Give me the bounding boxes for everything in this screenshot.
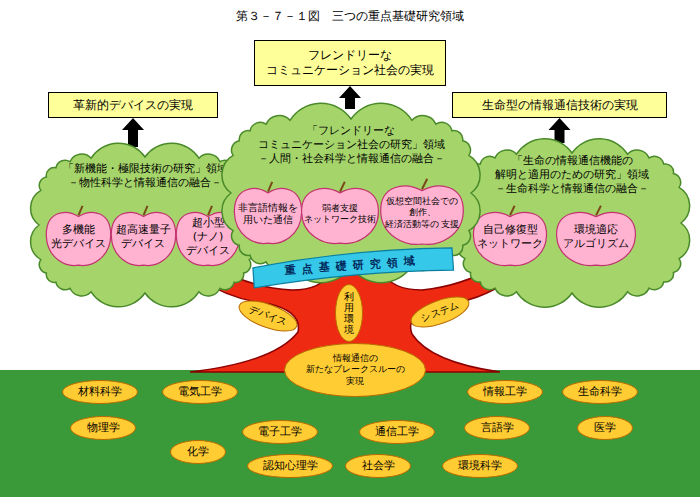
- node-label: 情報通信の 新たなブレークスルーの 実現: [298, 353, 412, 387]
- oval-shape: [243, 421, 318, 444]
- oval-shape: [407, 291, 472, 333]
- node-label: 認知心理学: [263, 459, 318, 473]
- apple-shape: [46, 212, 110, 265]
- oval-shape: [336, 285, 363, 342]
- field-oval: 電気工学: [162, 380, 238, 404]
- apple-shape: [234, 189, 301, 244]
- node-label: 生命型の情報通信技術の実現: [482, 98, 638, 113]
- oval-shape: [71, 417, 136, 440]
- oval-shape: [235, 295, 300, 337]
- area-subheading: －物性科学と情報通信の融合－: [68, 176, 222, 190]
- node-label: 電気工学: [178, 385, 222, 399]
- topic-apple: 環境適応 アルゴリズム: [555, 207, 637, 267]
- node-label: 材料科学: [78, 385, 122, 399]
- field-oval: 環境科学: [442, 454, 518, 478]
- goal-box: 生命型の情報通信技術の実現: [452, 92, 667, 118]
- node-label: 医学: [594, 421, 616, 435]
- node-label: 革新的デバイスの実現: [73, 98, 193, 113]
- topic-apple: 弱者支援 ネットワーク技術: [300, 183, 380, 245]
- node-label: 仮想空間社会での 創作、経済活動等の 支援: [382, 196, 462, 230]
- oval-shape: [346, 455, 411, 478]
- apple-stem: [268, 182, 272, 192]
- oval-shape: [171, 441, 226, 464]
- topic-apple: 非言語情報を 用いた通信: [233, 183, 303, 245]
- field-oval: 物理学: [70, 416, 136, 440]
- node-label: 電子工学: [258, 425, 302, 439]
- apple-stem: [596, 206, 601, 216]
- field-oval: デバイス: [235, 294, 301, 338]
- apple-shape: [111, 212, 175, 265]
- node-label: フレンドリーな コミュニケーション社会の実現: [261, 48, 439, 78]
- oval-shape: [248, 455, 333, 478]
- oval-shape: [468, 381, 543, 404]
- node-label: 環境科学: [458, 459, 502, 473]
- field-oval: 言語学: [464, 416, 530, 440]
- oval-shape: [285, 344, 426, 397]
- node-label: 通信工学: [375, 425, 419, 439]
- area-heading: 「フレンドリーな コミュニケーション社会の研究」領域: [256, 124, 446, 152]
- block-arrow: [122, 118, 144, 147]
- block-arrow: [339, 86, 361, 109]
- area-subheading: －人間・社会科学と情報通信の融合－: [258, 152, 445, 166]
- node-label: 弱者支援 ネットワーク技術: [303, 203, 377, 226]
- node-label: 多機能 光デバイス: [50, 223, 107, 251]
- node-label: 非言語情報を 用いた通信: [237, 202, 299, 227]
- node-label: 利用環境: [344, 291, 354, 335]
- topic-apple: 自己修復型 ネットワーク: [472, 207, 548, 267]
- field-oval: 情報通信の 新たなブレークスルーの 実現: [284, 343, 426, 397]
- apple-shape: [473, 212, 546, 265]
- apple-shape: [381, 186, 464, 244]
- apple-stem: [422, 179, 427, 190]
- oval-shape: [163, 381, 238, 404]
- oval-shape: [465, 417, 530, 440]
- oval-shape: [360, 421, 435, 444]
- apple-stem: [510, 206, 515, 216]
- field-oval: 化学: [170, 440, 226, 464]
- topic-apple: 多機能 光デバイス: [45, 207, 112, 267]
- cloud-shape: [454, 139, 689, 308]
- node-label: 情報工学: [483, 385, 527, 399]
- apple-stem: [340, 182, 345, 192]
- area-heading: 「生命の情報通信機能の 解明と適用のための研究」領域: [482, 154, 662, 182]
- topic-apple: 仮想空間社会での 創作、経済活動等の 支援: [379, 180, 465, 246]
- node-label: 物理学: [87, 421, 120, 435]
- oval-shape: [578, 417, 633, 440]
- field-oval: 電子工学: [242, 420, 318, 444]
- oval-shape: [63, 381, 138, 404]
- node-label: 超高速量子 デバイス: [115, 223, 172, 251]
- field-oval: システム: [407, 290, 473, 334]
- banner-band: [252, 246, 453, 288]
- field-oval: 認知心理学: [247, 454, 333, 478]
- field-oval: 医学: [577, 416, 633, 440]
- figure-title: 第３－７－１図 三つの重点基礎研究領域: [0, 8, 700, 25]
- apple-shape: [302, 189, 379, 244]
- goal-box: 革新的デバイスの実現: [48, 92, 218, 118]
- field-oval: 材料科学: [62, 380, 138, 404]
- node-label: 化学: [187, 445, 209, 459]
- research-area-cloud: 「生命の情報通信機能の 解明と適用のための研究」領域－生命科学と情報通信の融合－…: [452, 142, 692, 304]
- apple-stem: [208, 206, 212, 216]
- node-label: 言語学: [481, 421, 514, 435]
- node-label: 生命科学: [578, 385, 622, 399]
- oval-shape: [443, 455, 518, 478]
- field-oval: 利用環境: [335, 284, 363, 342]
- goal-box: フレンドリーな コミュニケーション社会の実現: [254, 40, 446, 86]
- field-oval: 通信工学: [359, 420, 435, 444]
- apple-shape: [557, 212, 636, 265]
- apple-stem: [143, 206, 147, 216]
- topic-apple: 超高速量子 デバイス: [110, 207, 177, 267]
- field-oval: 社会学: [345, 454, 411, 478]
- field-oval: 情報工学: [467, 380, 543, 404]
- node-label: 自己修復型 ネットワーク: [476, 223, 544, 251]
- area-subheading: －生命科学と情報通信の融合－: [495, 182, 649, 196]
- apple-stem: [78, 206, 82, 216]
- node-label: 環境適応 アルゴリズム: [559, 223, 633, 251]
- area-heading: 「新機能・極限技術の研究」領域: [63, 162, 228, 176]
- oval-shape: [563, 381, 638, 404]
- field-oval: 生命科学: [562, 380, 638, 404]
- node-label: 社会学: [362, 459, 395, 473]
